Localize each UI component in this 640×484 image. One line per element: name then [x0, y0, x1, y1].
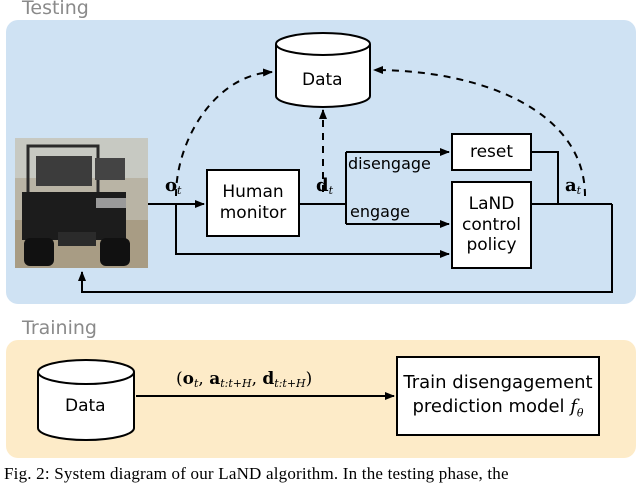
- human-monitor-label-line1: Human: [222, 182, 284, 203]
- training-section-label: Training: [22, 317, 97, 339]
- tuple-sep-1: ,: [198, 369, 210, 389]
- disengagement-sub: t: [328, 184, 334, 197]
- data-cylinder-training-shape: [37, 359, 135, 441]
- model-symbol-sub: θ: [576, 406, 584, 420]
- model-symbol-f: f: [570, 395, 577, 417]
- tuple-sep-2: ,: [251, 369, 263, 389]
- tuple-d-sub: t:t+H: [274, 377, 306, 390]
- train-model-box: Train disengagement prediction model fθ: [396, 356, 600, 436]
- reset-box: reset: [451, 133, 532, 171]
- disengagement-d: d: [316, 175, 329, 196]
- tuple-d: d: [262, 369, 275, 389]
- reset-label: reset: [469, 141, 514, 162]
- tuple-open: (: [176, 369, 183, 389]
- human-monitor-box: Human monitor: [206, 169, 300, 237]
- policy-label-line1: LaND: [468, 193, 515, 214]
- engage-label: engage: [350, 202, 410, 221]
- action-symbol: at: [565, 175, 581, 197]
- policy-box: LaND control policy: [451, 181, 532, 269]
- action-a: a: [565, 175, 577, 196]
- data-testing-label: Data: [302, 70, 343, 90]
- data-training-label: Data: [65, 396, 106, 416]
- training-tuple: (ot, at:t+H, dt:t+H): [176, 369, 312, 390]
- tuple-close: ): [305, 369, 313, 389]
- testing-section-label: Testing: [22, 0, 89, 19]
- data-cylinder-testing-shape: [275, 32, 371, 108]
- figure-caption: Fig. 2: System diagram of our LaND algor…: [4, 464, 509, 483]
- train-label-line1: Train disengagement: [403, 371, 593, 393]
- tuple-a: a: [209, 369, 221, 389]
- robot-photo: [15, 138, 148, 268]
- disengage-label: disengage: [348, 154, 431, 173]
- observation-symbol: ot: [165, 175, 181, 197]
- train-label-line2: prediction model fθ: [412, 395, 583, 421]
- tuple-o-sub: t: [193, 377, 199, 390]
- tuple-a-sub: t:t+H: [220, 377, 252, 390]
- policy-label-line2: control: [462, 214, 521, 235]
- policy-label-line3: policy: [466, 235, 517, 256]
- action-sub: t: [576, 184, 582, 197]
- observation-o: o: [165, 175, 178, 196]
- observation-sub: t: [177, 184, 182, 197]
- tuple-o: o: [182, 369, 194, 389]
- train-label-line2-text: prediction model: [412, 395, 565, 417]
- model-symbol: fθ: [570, 395, 584, 420]
- human-monitor-label-line2: monitor: [219, 203, 287, 223]
- disengagement-symbol: dt: [316, 175, 333, 197]
